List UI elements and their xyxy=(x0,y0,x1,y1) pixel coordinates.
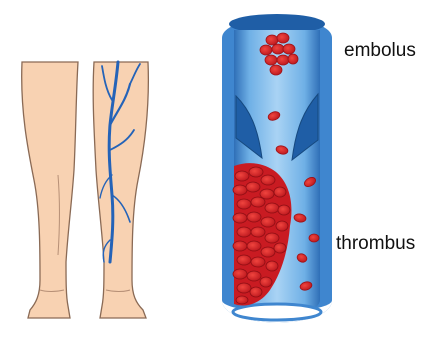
embolus-label: embolus xyxy=(344,41,416,60)
left-leg xyxy=(22,62,78,318)
thrombus-label: thrombus xyxy=(336,234,415,253)
legs-icon xyxy=(22,62,149,318)
